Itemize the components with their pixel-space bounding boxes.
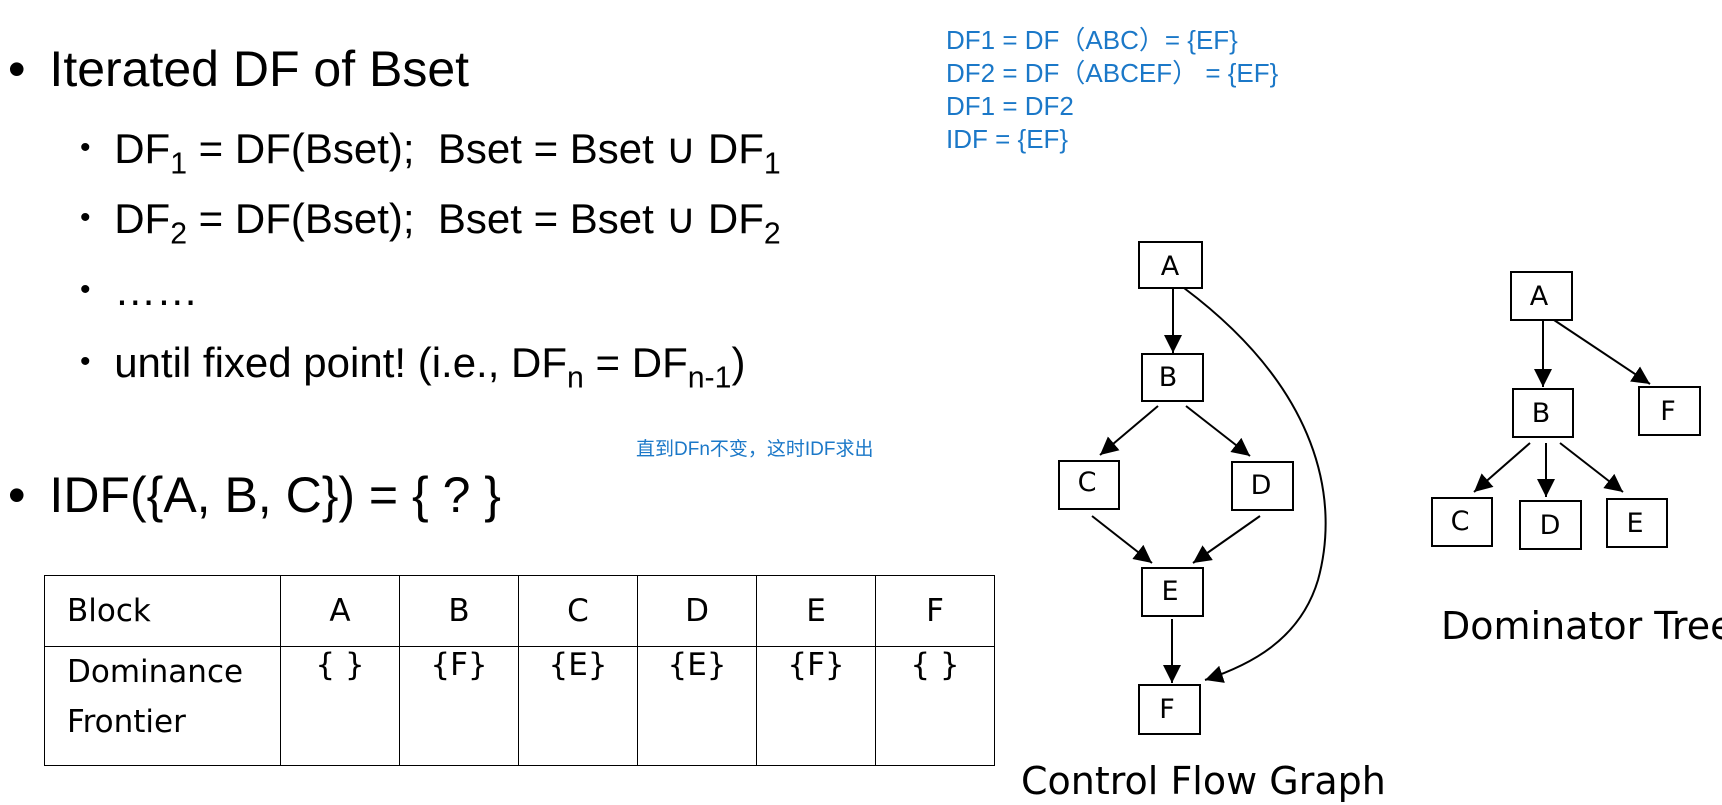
table-header-block: Block — [44, 575, 281, 647]
step-df2: • DF2 = DF(Bset); Bset = Bset ∪ DF2 — [80, 195, 781, 250]
table-block-c: C — [518, 575, 638, 647]
step-until: • until fixed point! (i.e., DFn = DFn-1) — [80, 339, 746, 394]
step-df1-mid: = DF(Bset); Bset = Bset ∪ DF — [187, 125, 764, 172]
cfg-node-f: F — [1159, 694, 1175, 725]
cfg-node-d: D — [1251, 470, 1272, 501]
note-line-3: DF1 = DF2 — [946, 91, 1074, 121]
table-header-dominance-frontier: Dominance Frontier — [44, 646, 281, 766]
step-df2-sub2: 2 — [763, 217, 781, 251]
dt-node-a: A — [1530, 281, 1549, 312]
label-dominance: Dominance — [67, 654, 244, 690]
control-flow-graph — [1058, 241, 1327, 735]
table-block-a: A — [280, 575, 400, 647]
step-df2-pre: DF — [114, 195, 171, 242]
dt-node-b: B — [1532, 398, 1551, 429]
bullet-dot: • — [80, 201, 91, 234]
label-frontier: Frontier — [67, 704, 186, 740]
step-df1: • DF1 = DF(Bset); Bset = Bset ∪ DF1 — [80, 125, 781, 180]
cfg-node-b-box — [1141, 353, 1204, 402]
step-df2-sub1: 2 — [170, 217, 188, 251]
table-frontier-c: {E} — [518, 646, 638, 766]
cfg-node-a-box — [1138, 241, 1203, 289]
dt-node-f-box — [1638, 386, 1701, 436]
step-df2-text: DF2 = DF(Bset); Bset = Bset ∪ DF2 — [114, 195, 781, 250]
step-df1-sub2: 1 — [763, 147, 781, 181]
dt-node-b-box — [1512, 388, 1574, 438]
dt-node-f: F — [1660, 396, 1676, 427]
until-sub2: n-1 — [687, 361, 732, 395]
cfg-node-f-box — [1138, 684, 1201, 735]
until-pre: until fixed point! (i.e., DF — [114, 339, 568, 386]
table-block-f: F — [875, 575, 995, 647]
cfg-node-a: A — [1161, 251, 1180, 282]
table-frontier-d: {E} — [637, 646, 757, 766]
heading-idf: • IDF({A, B, C}) = { ? } — [8, 470, 501, 520]
heading-iterated-df: • Iterated DF of Bset — [8, 44, 469, 94]
cfg-node-e: E — [1161, 576, 1178, 607]
dt-node-e-box — [1606, 498, 1668, 548]
bullet-dot: • — [80, 273, 91, 306]
bullet-dot: • — [8, 467, 26, 523]
dt-node-c-box — [1431, 497, 1493, 547]
cfg-node-c: C — [1078, 467, 1097, 498]
table-row-frontiers: Dominance Frontier { } {F} {E} {E} {F} {… — [44, 646, 995, 766]
heading-iterated-df-text: Iterated DF of Bset — [49, 41, 470, 97]
cfg-edge-d-e — [1192, 515, 1261, 564]
heading-idf-text: IDF({A, B, C}) = { ? } — [49, 467, 502, 523]
bullet-dot: • — [80, 131, 91, 164]
step-until-text: until fixed point! (i.e., DFn = DFn-1) — [114, 339, 746, 394]
cfg-edge-b-c — [1099, 405, 1159, 456]
table-row-blocks: Block A B C D E F — [44, 575, 995, 647]
dominator-tree — [1431, 271, 1701, 550]
until-post: ) — [731, 339, 746, 386]
cfg-node-c-box — [1058, 460, 1120, 510]
dt-node-e: E — [1626, 508, 1643, 539]
step-ellipsis: • …… — [80, 270, 198, 312]
step-df1-pre: DF — [114, 125, 171, 172]
step-df1-sub1: 1 — [170, 147, 188, 181]
dt-node-a-box — [1510, 271, 1573, 321]
dt-labels: A B C D E F — [1451, 281, 1676, 541]
cfg-edge-b-d — [1185, 405, 1251, 457]
cfg-node-b: B — [1159, 362, 1178, 393]
until-sub1: n — [567, 361, 584, 395]
note-until: 直到DFn不变，这时IDF求出 — [636, 439, 874, 460]
dominator-tree-caption: Dominator Tree — [1441, 604, 1722, 648]
step-df2-mid: = DF(Bset); Bset = Bset ∪ DF — [187, 195, 764, 242]
dt-edge-b-c — [1473, 442, 1531, 493]
note-line-2: DF2 = DF（ABCEF） = {EF} — [946, 58, 1279, 88]
note-line-4: IDF = {EF} — [946, 124, 1069, 154]
note-line-1: DF1 = DF（ABC）= {EF} — [946, 25, 1238, 55]
cfg-edge-c-e — [1091, 515, 1153, 564]
cfg-labels: A B C D E F — [1078, 251, 1272, 725]
table-frontier-e: {F} — [756, 646, 876, 766]
dt-edge-a-f — [1553, 319, 1651, 385]
table-block-b: B — [399, 575, 519, 647]
dt-node-d: D — [1540, 510, 1561, 541]
table-frontier-f: { } — [875, 646, 995, 766]
dt-edge-b-e — [1559, 442, 1624, 493]
dominance-frontier-table: Block A B C D E F Dominance Frontier { }… — [44, 575, 995, 766]
bullet-dot: • — [80, 345, 91, 378]
cfg-node-e-box — [1141, 567, 1204, 617]
cfg-caption: Control Flow Graph — [1021, 759, 1386, 803]
cfg-node-d-box — [1231, 461, 1294, 511]
ellipsis-text: …… — [114, 267, 199, 314]
step-df1-text: DF1 = DF(Bset); Bset = Bset ∪ DF1 — [114, 125, 781, 180]
bullet-dot: • — [8, 41, 26, 97]
table-frontier-b: {F} — [399, 646, 519, 766]
table-frontier-a: { } — [280, 646, 400, 766]
dt-node-c: C — [1451, 506, 1470, 537]
cfg-edge-a-f — [1183, 287, 1327, 683]
until-mid: = DF — [583, 339, 688, 386]
dt-node-d-box — [1519, 500, 1582, 550]
